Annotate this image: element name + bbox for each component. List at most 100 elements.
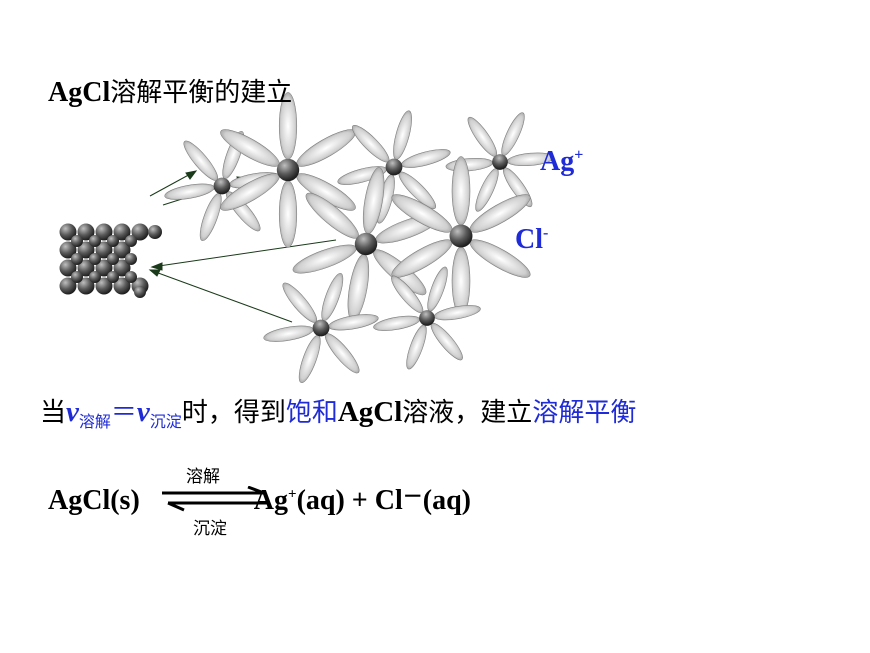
arrowhead-3 — [150, 262, 163, 271]
ion-core — [213, 177, 231, 195]
water-lobe — [373, 315, 421, 331]
water-lobe — [430, 322, 463, 361]
lattice-ion — [59, 223, 77, 241]
lattice-ion — [89, 271, 101, 283]
cl-label-base: Cl — [515, 224, 543, 255]
water-lobe — [393, 110, 412, 160]
arrowhead-4 — [148, 269, 161, 277]
ag-ion-label: Ag+ — [540, 146, 583, 178]
hydrated-ions — [164, 92, 555, 384]
water-lobe — [263, 325, 314, 342]
ion-core — [385, 158, 403, 176]
reverse-arrowhead — [167, 501, 185, 512]
hydrated-ag-ion — [263, 272, 379, 384]
agcl-crystal-lattice — [59, 223, 162, 298]
v-dissolve: v — [66, 396, 79, 428]
condition-mid: 时，得到 — [181, 398, 286, 428]
sub-dissolve: 溶解 — [78, 412, 111, 431]
water-lobe — [324, 333, 360, 374]
water-lobe — [445, 157, 494, 172]
water-lobe — [451, 156, 471, 226]
equilibrium-arrows — [162, 486, 270, 512]
ion-core — [492, 154, 508, 170]
lattice-ion — [113, 277, 131, 295]
lattice-ion — [89, 253, 101, 265]
lattice-ion — [95, 259, 113, 277]
page-title: AgCl溶解平衡的建立 — [48, 72, 292, 109]
hydrated-cl-ion — [373, 266, 481, 370]
lattice-ion — [148, 225, 162, 239]
lattice-ion — [113, 259, 131, 277]
lattice-ion — [107, 271, 119, 283]
water-lobe — [183, 140, 219, 181]
condition-prefix: 当 — [40, 398, 67, 428]
lattice-ion — [131, 223, 149, 241]
sub-precip: 沉淀 — [149, 412, 182, 431]
water-lobe — [351, 124, 390, 163]
water-lobe — [501, 112, 525, 156]
condition-formula: AgCl — [337, 396, 403, 428]
solution-text: 溶液，建立 — [402, 398, 533, 428]
equilibrium-condition: 当v溶解＝v沉淀时，得到饱和AgCl溶液，建立溶解平衡 — [40, 392, 636, 432]
water-lobe — [347, 253, 370, 321]
arrow-line-3 — [151, 239, 337, 268]
ion-core — [449, 224, 473, 248]
reverse-label: 沉淀 — [193, 519, 227, 539]
lattice-ion — [125, 253, 137, 265]
hydrated-cl-ion — [391, 156, 531, 316]
arrow-line-4 — [149, 269, 293, 323]
lattice-ion — [77, 277, 95, 295]
lattice-ion — [71, 235, 83, 247]
lattice-ion — [95, 223, 113, 241]
lattice-ion — [107, 253, 119, 265]
reaction-right-end: (aq) — [422, 485, 471, 516]
water-lobe — [467, 116, 497, 157]
equals-sign: ＝ — [110, 398, 137, 428]
reaction-equation: AgCl(s)Ag+(aq) + Cl－(aq) — [48, 480, 471, 517]
lattice-ion — [107, 235, 119, 247]
lattice-ion — [113, 223, 131, 241]
arrow-line-1 — [149, 171, 195, 197]
reaction-right-rest: (aq) + Cl — [296, 485, 403, 516]
ion-core — [312, 319, 330, 337]
lattice-ion — [71, 271, 83, 283]
cl-label-sup: - — [543, 224, 549, 242]
water-lobe — [278, 180, 298, 248]
lattice-ion — [59, 241, 77, 259]
ag-label-base: Ag — [540, 146, 575, 177]
equilibrium-text: 溶解平衡 — [532, 398, 637, 428]
lattice-ion — [113, 241, 131, 259]
water-lobe — [321, 272, 344, 322]
water-lobe — [199, 192, 222, 242]
reaction-ag-charge: + — [288, 486, 297, 503]
lattice-ion — [125, 271, 137, 283]
hydrated-ag-ion — [445, 112, 555, 212]
ion-core — [354, 232, 378, 256]
lattice-ion — [71, 253, 83, 265]
forward-label: 溶解 — [186, 467, 220, 487]
cl-ion-label: Cl- — [515, 224, 548, 256]
lattice-ion — [89, 235, 101, 247]
v-precip: v — [136, 396, 150, 428]
water-lobe — [401, 149, 451, 168]
water-lobe — [427, 266, 448, 312]
lattice-ion — [59, 259, 77, 277]
lattice-ion — [77, 259, 95, 277]
hydrated-ag-ion — [220, 92, 356, 248]
water-lobe — [296, 129, 356, 167]
ion-core — [419, 310, 435, 326]
ion-core — [276, 158, 300, 182]
arrowhead-1 — [185, 170, 198, 180]
saturated-text: 饱和 — [285, 398, 338, 428]
lattice-ion — [125, 235, 137, 247]
water-lobe — [298, 334, 321, 384]
lattice-ion — [59, 277, 77, 295]
reaction-cl-charge: － — [402, 484, 423, 508]
lattice-ion — [134, 286, 146, 298]
lattice-ion — [95, 241, 113, 259]
lattice-ion — [77, 241, 95, 259]
ag-label-sup: + — [574, 146, 584, 164]
title-formula: AgCl — [48, 77, 111, 108]
title-text: 溶解平衡的建立 — [110, 78, 293, 108]
